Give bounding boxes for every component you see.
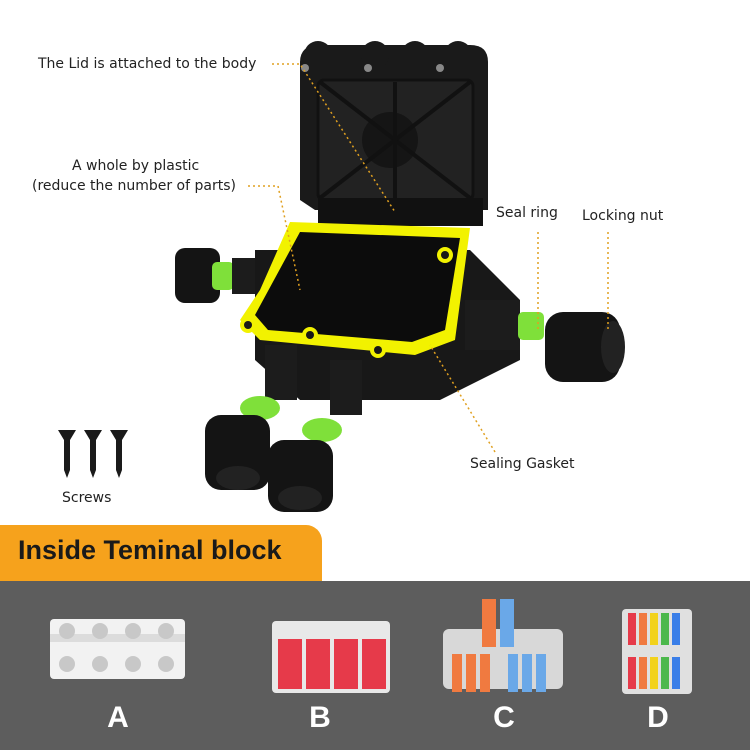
terminal-block-b-image (270, 599, 395, 698)
lid (300, 41, 488, 226)
locking-nut-label: Locking nut (582, 208, 664, 224)
terminal-block-d-label: D (647, 701, 669, 734)
junction-box-illustration (58, 41, 625, 512)
sealing-gasket-label: Sealing Gasket (470, 456, 575, 472)
terminal-block-d-image (620, 599, 695, 703)
box-body (240, 222, 520, 400)
lid-label: The Lid is attached to the body (38, 56, 257, 72)
section-title: Inside Teminal block (18, 535, 282, 565)
seal-ring-label: Seal ring (496, 205, 558, 221)
terminal-block-a-image (45, 599, 190, 698)
leader-lines (248, 63, 609, 453)
terminal-block-b-label: B (309, 701, 331, 734)
whole-plastic-label: A whole by plastic (72, 158, 200, 174)
reduce-parts-label: (reduce the number of parts) (32, 178, 236, 194)
terminal-block-a-label: A (107, 701, 129, 734)
terminal-block-c-image (438, 599, 568, 708)
screws-icon (58, 430, 128, 478)
right-cable-gland (465, 300, 625, 382)
product-illustration: The Lid is attached to the body A whole … (32, 41, 664, 512)
section-banner: Inside Teminal block (0, 525, 322, 581)
left-cable-gland (175, 248, 262, 303)
terminal-block-c-label: C (493, 701, 515, 734)
screws-label: Screws (62, 490, 112, 506)
bottom-cable-glands (205, 345, 362, 512)
terminal-blocks-panel: A B C (0, 581, 750, 750)
